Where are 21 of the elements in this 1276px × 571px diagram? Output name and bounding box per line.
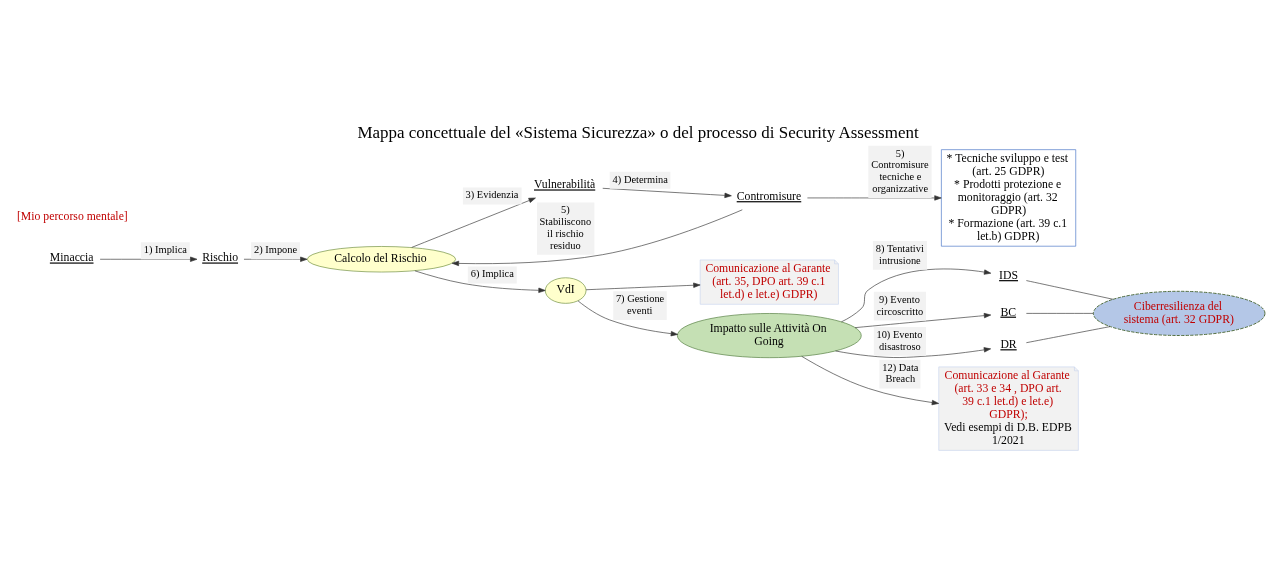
- node-text: Contromisure: [736, 189, 802, 203]
- edge-label: 8) Tentativi intrusione: [875, 242, 924, 266]
- edge-label: 9) Evento circoscritto: [876, 293, 924, 317]
- edge-label: 5) Contromisure tecniche e organizzative: [871, 147, 929, 194]
- node-text: BC: [1000, 305, 1017, 319]
- edge-label: 3) Evidenzia: [465, 188, 519, 200]
- edge-label: 12) Data Breach: [882, 361, 919, 384]
- edge-label: 5) Stabiliscono il rischio residuo: [539, 203, 592, 251]
- node-text: Rischio: [202, 250, 239, 264]
- edge-label: 7) Gestione eventi: [615, 292, 665, 316]
- node-text: Minaccia: [49, 250, 94, 264]
- diagram-title: Mappa concettuale del «Sistema Sicurezza» o del processo di Security Assessment: [357, 122, 919, 142]
- node-text: DR: [1000, 337, 1017, 351]
- label: [Mio percorso mentale]: [16, 209, 128, 223]
- edge-label: 1) Implica: [143, 243, 187, 255]
- edge-label: 2) Impone: [254, 243, 298, 255]
- edge-label: 10) Evento disastroso: [876, 328, 923, 352]
- node-text: Vulnerabilità: [534, 177, 596, 191]
- node-text: IDS: [999, 268, 1019, 282]
- edge-label: 6) Implica: [470, 267, 514, 279]
- edge-label: 4) Determina: [612, 173, 668, 185]
